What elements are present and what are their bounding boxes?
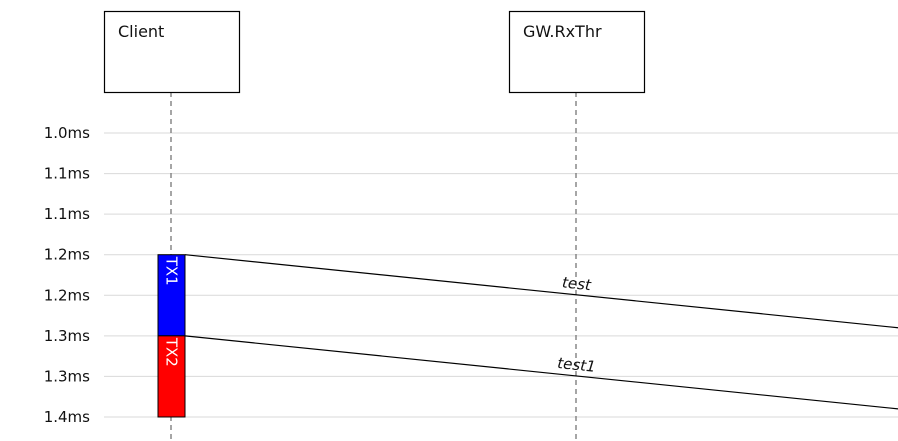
time-grid: 1.0ms 1.1ms 1.1ms 1.2ms 1.2ms 1.3ms 1.3ms 1.4ms — [44, 124, 898, 426]
message-label-test: test — [561, 273, 593, 294]
activation-bar-tx2 — [157, 335, 186, 418]
time-tick-label: 1.4ms — [44, 408, 90, 426]
time-tick-label: 1.3ms — [44, 327, 90, 345]
time-tick-label: 1.2ms — [44, 246, 90, 264]
message-arrow-test — [184, 254, 898, 329]
gw-actor-box — [508, 10, 646, 94]
actor-boxes: Client GW.RxThr — [103, 10, 646, 94]
time-tick-label: 1.1ms — [44, 205, 90, 223]
client-actor-label: Client — [118, 22, 164, 41]
activation-label-tx2: TX2 — [163, 337, 181, 367]
time-tick-label: 1.3ms — [44, 367, 90, 385]
activation-bar-tx1 — [157, 254, 186, 337]
client-actor-box — [103, 10, 241, 94]
time-tick-label: 1.1ms — [44, 165, 90, 183]
message-arrow-test1 — [184, 335, 898, 410]
lifelines — [170, 92, 577, 441]
activation-label-tx1: TX1 — [163, 256, 181, 286]
message-label-test1: test1 — [557, 354, 597, 376]
time-tick-label: 1.2ms — [44, 286, 90, 304]
gw-actor-label: GW.RxThr — [523, 22, 602, 41]
time-tick-label: 1.0ms — [44, 124, 90, 142]
messages: test test1 — [184, 254, 898, 410]
